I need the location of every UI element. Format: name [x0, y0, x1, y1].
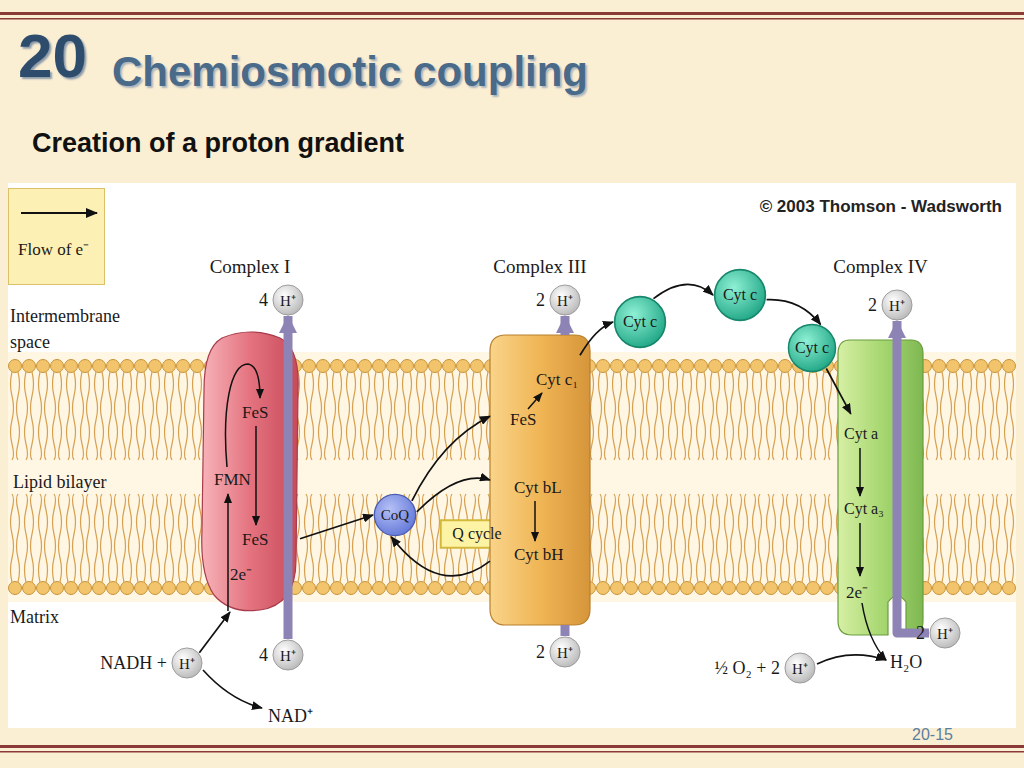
proton-label: H⁺ — [784, 658, 816, 678]
slide-subtitle: Creation of a proton gradient — [32, 128, 404, 159]
region-label: Matrix — [10, 607, 59, 628]
cytochrome-c-circle: Cyt c — [713, 268, 767, 322]
electron-label: 2e⁻ — [846, 580, 868, 603]
proton-circle: 4H⁺ — [272, 284, 304, 316]
cytochrome-c-circle: Cyt c — [613, 295, 667, 349]
electron-flow-arrow — [767, 300, 821, 325]
carrier-label: FeS — [242, 530, 268, 550]
proton-circle: 2H⁺ — [549, 636, 581, 668]
electron-flow-arrow — [412, 416, 490, 501]
electron-flow-arrow — [300, 515, 373, 539]
proton-circle: ½ O₂ + 2H⁺ — [784, 652, 816, 684]
product-label: H₂O — [890, 652, 922, 673]
slide-title: Chemiosmotic coupling — [112, 48, 588, 96]
cycle-box: Q cycle — [440, 520, 514, 548]
complex-box: Complex IIICyt c₁FeSCyt bLCyt bH — [490, 335, 590, 625]
carrier-label: Cyt c — [787, 339, 837, 357]
proton-label: H⁺ — [881, 295, 913, 315]
proton-count: NADH + — [100, 653, 167, 674]
chapter-number: 20 — [18, 20, 87, 91]
proton-label: H⁺ — [272, 645, 304, 665]
carrier-label: CoQ — [373, 507, 417, 524]
proton-count: ½ O₂ + 2 — [715, 658, 780, 679]
proton-count: 2 — [536, 290, 545, 311]
proton-flow-arrow — [284, 316, 293, 639]
proton-label: H⁺ — [549, 290, 581, 310]
carrier-label: Cyt c₁ — [536, 370, 578, 390]
product-label: NAD⁺ — [268, 703, 313, 727]
proton-count: 2 — [536, 642, 545, 663]
carrier-label: FeS — [510, 410, 536, 430]
coenzyme-q-circle: CoQ — [373, 493, 417, 537]
proton-circle: 2H⁺ — [549, 284, 581, 316]
carrier-label: FeS — [242, 403, 268, 423]
proton-count: 2 — [868, 295, 877, 316]
proton-label: H⁺ — [171, 653, 203, 673]
proton-label: H⁺ — [272, 290, 304, 310]
proton-label: H⁺ — [549, 642, 581, 662]
cycle-label: Q cycle — [440, 525, 514, 543]
complex-heading: Complex IV — [813, 256, 948, 278]
legend-label: Flow of e⁻ — [18, 237, 89, 260]
legend-box: Flow of e⁻ — [8, 188, 105, 285]
complex-heading: Complex I — [180, 256, 320, 278]
region-label: Intermembrane space — [10, 303, 135, 355]
complex-box: Complex IFeSFMNFeS2e⁻ — [200, 330, 300, 612]
electron-label: 2e⁻ — [230, 562, 252, 585]
carrier-label: FMN — [214, 470, 251, 490]
carrier-label: Cyt a₃ — [844, 500, 884, 518]
proton-count: 2 — [916, 623, 925, 644]
electron-flow-arrow — [199, 612, 230, 653]
carrier-label: Cyt bH — [514, 545, 564, 565]
proton-circle: NADH +H⁺ — [171, 647, 203, 679]
proton-flow-arrow — [561, 316, 570, 335]
proton-circle: 4H⁺ — [272, 639, 304, 671]
proton-count: 4 — [259, 290, 268, 311]
carrier-label: Cyt c — [613, 313, 667, 331]
proton-label: H⁺ — [929, 623, 961, 643]
proton-count: 4 — [259, 645, 268, 666]
proton-circle: 2H⁺ — [929, 617, 961, 649]
complex-heading: Complex III — [470, 256, 610, 278]
region-label: Lipid bilayer — [10, 472, 109, 493]
complex-box: Complex IVCyt aCyt a₃2e⁻ — [838, 340, 923, 635]
carrier-label: Cyt a — [844, 425, 878, 443]
carrier-label: Cyt bL — [514, 478, 562, 498]
proton-circle: 2H⁺ — [881, 289, 913, 321]
copyright-note: © 2003 Thomson - Wadsworth — [760, 197, 1002, 217]
cytochrome-c-circle: Cyt c — [787, 323, 837, 373]
carrier-label: Cyt c — [713, 286, 767, 304]
legend-arrow — [15, 203, 105, 223]
proton-flow-arrow — [561, 625, 570, 636]
electron-flow-arrow — [654, 284, 714, 298]
electron-flow-arrow — [417, 478, 490, 512]
page-number: 20-15 — [912, 726, 953, 744]
